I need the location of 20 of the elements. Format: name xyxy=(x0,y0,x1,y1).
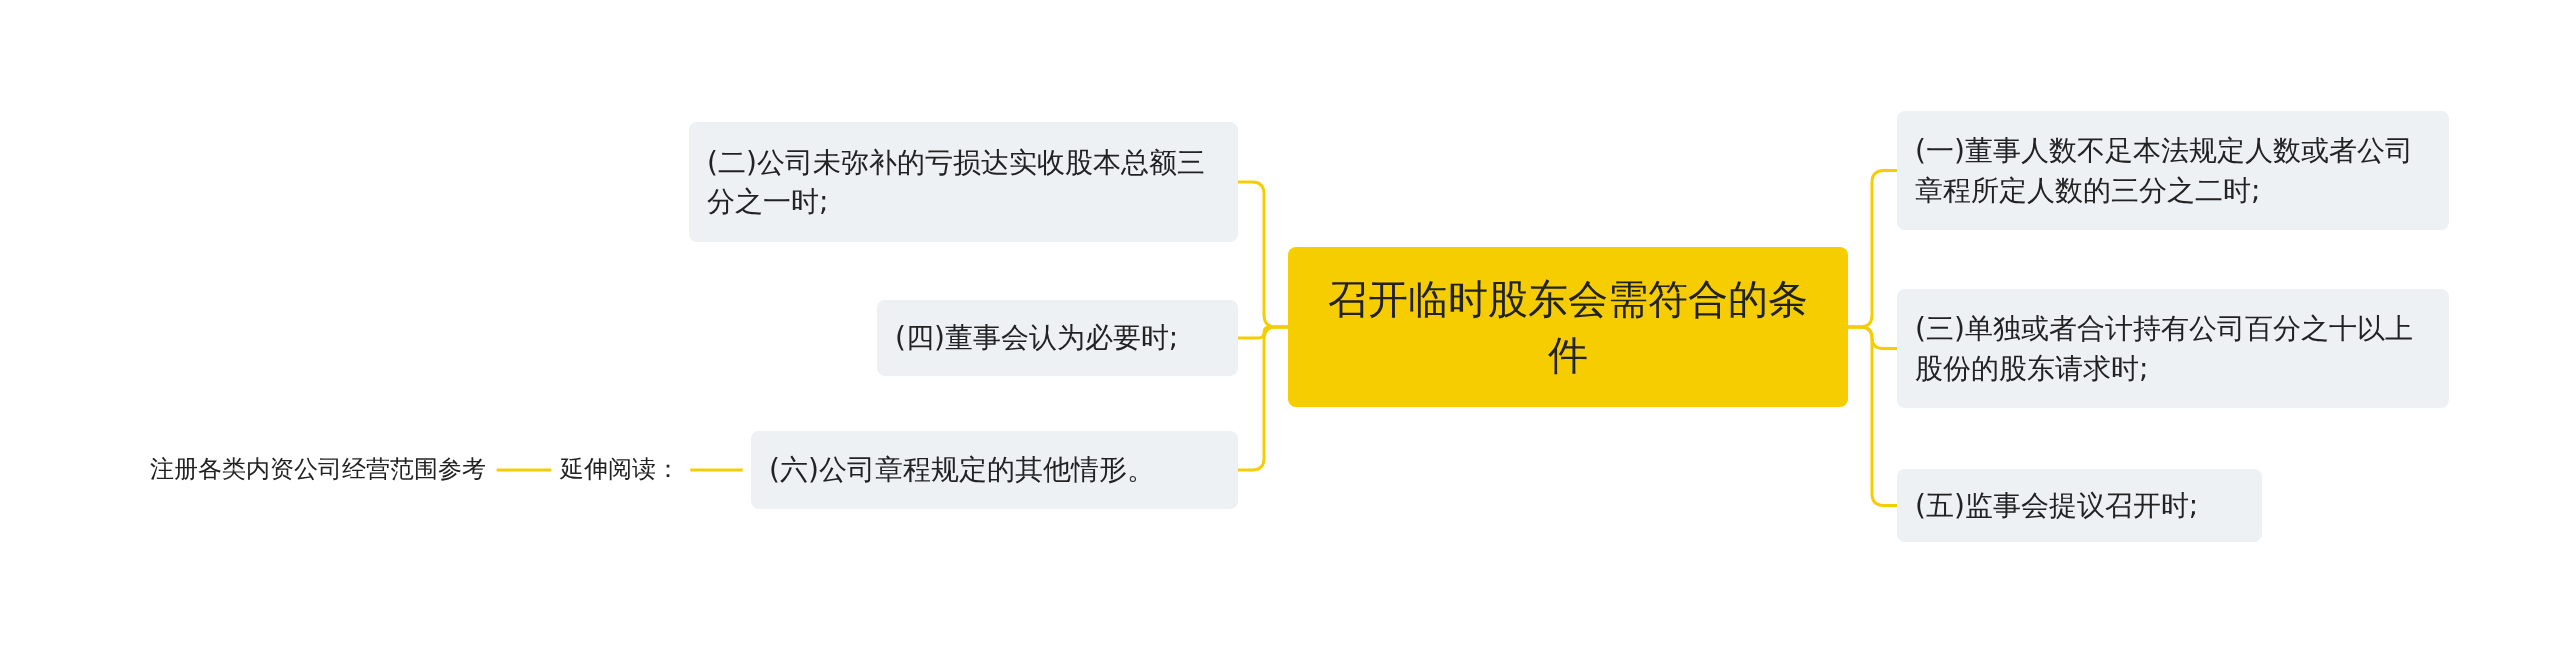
topic-label: 延伸阅读： xyxy=(560,454,680,486)
connector-line xyxy=(1848,325,1897,507)
topic-box xyxy=(1897,111,2449,230)
topic-label: (三)单独或者合计持有公司百分之十以上股份的股东请求时; xyxy=(1915,311,2414,387)
topic-label: 注册各类内资公司经营范围参考 xyxy=(150,454,486,486)
connector-line xyxy=(1238,325,1288,472)
topic-label: 召开临时股东会需符合的条件 xyxy=(1327,275,1809,380)
topic-box xyxy=(877,300,1238,376)
topic-label: (二)公司未弥补的亏损达实收股本总额三分之一时; xyxy=(707,144,1206,220)
topic-box xyxy=(689,122,1238,242)
topic-box xyxy=(1897,289,2449,408)
topic-box xyxy=(1897,469,2262,542)
central-topic xyxy=(1288,247,1848,407)
topic-label: (一)董事人数不足本法规定人数或者公司章程所定人数的三分之二时; xyxy=(1915,133,2414,209)
topic-label: (五)监事会提议召开时; xyxy=(1915,487,2199,524)
topic-label: (六)公司章程规定的其他情形。 xyxy=(769,452,1155,489)
topic-label: (四)董事会认为必要时; xyxy=(895,320,1179,357)
connector-line xyxy=(496,468,552,472)
connector-line xyxy=(690,468,743,472)
topic-box xyxy=(751,431,1238,509)
